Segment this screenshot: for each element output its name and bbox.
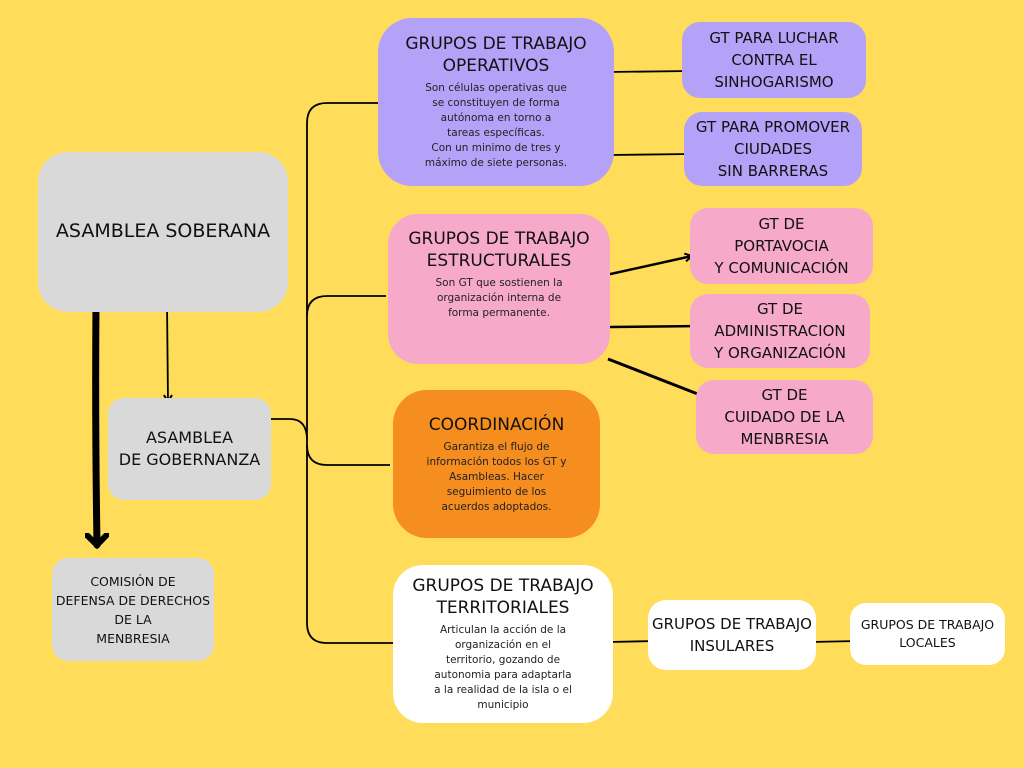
node-title: GRUPOS DE TRABAJO ESTRUCTURALES [408,229,590,271]
gt-insulares-node: GRUPOS DE TRABAJO INSULARES [648,600,816,670]
branch-gobernanza [271,418,308,441]
territoriales-node: GRUPOS DE TRABAJO TERRITORIALES Articula… [393,565,613,723]
comision-node: COMISIÓN DE DEFENSA DE DERECHOS DE LA ME… [52,558,214,661]
node-title: GT DE PORTAVOCIA Y COMUNICACIÓN [714,215,849,277]
node-title: GRUPOS DE TRABAJO OPERATIVOS [405,34,587,76]
gt-ciudades-node: GT PARA PROMOVER CIUDADES SIN BARRERAS [684,112,862,186]
arrow-cuidado [607,357,708,398]
node-title: GRUPOS DE TRABAJO LOCALES [860,617,995,650]
node-description: Garantiza el flujo de información todos … [426,440,567,513]
node-description: Articulan la acción de la organización e… [434,624,572,711]
node-title: GT PARA LUCHAR CONTRA EL SINHOGARISMO [709,29,839,91]
gt-cuidado-node: GT DE CUIDADO DE LA MENBRESIA [696,380,873,454]
branch-coordinacion [306,444,390,466]
node-title: GT PARA PROMOVER CIUDADES SIN BARRERAS [695,118,851,180]
arrow-soberana-gobernanza [167,302,168,402]
node-description: Son células operativas que se constituye… [424,82,568,169]
coordinacion-node: COORDINACIÓN Garantiza el flujo de infor… [393,390,600,538]
asamblea-soberana-node: ASAMBLEA SOBERANA [38,152,288,312]
node-title: COMISIÓN DE DEFENSA DE DERECHOS DE LA ME… [55,573,211,646]
estructurales-node: GRUPOS DE TRABAJO ESTRUCTURALES Son GT q… [388,214,610,364]
arrow-lucha [607,71,690,72]
bracket-line [306,102,393,644]
node-title: ASAMBLEA SOBERANA [55,220,271,242]
node-title: ASAMBLEA DE GOBERNANZA [118,428,261,469]
operativos-node: GRUPOS DE TRABAJO OPERATIVOS Son células… [378,18,614,186]
asamblea-gobernanza-node: ASAMBLEA DE GOBERNANZA [108,398,271,500]
node-title: GRUPOS DE TRABAJO TERRITORIALES [412,576,594,618]
gt-administracion-node: GT DE ADMINISTRACION Y ORGANIZACIÓN [690,294,870,368]
node-title: COORDINACIÓN [428,414,565,435]
gt-locales-node: GRUPOS DE TRABAJO LOCALES [850,603,1005,665]
gt-portavocia-node: GT DE PORTAVOCIA Y COMUNICACIÓN [690,208,873,284]
node-title: GRUPOS DE TRABAJO INSULARES [652,615,812,655]
branch-estructurales [306,295,386,317]
arrow-soberana-comision [96,301,97,545]
gt-sinhogarismo-node: GT PARA LUCHAR CONTRA EL SINHOGARISMO [682,22,866,98]
node-title: GT DE ADMINISTRACION Y ORGANIZACIÓN [714,300,846,362]
arrow-administracion [609,326,703,327]
node-title: GT DE CUIDADO DE LA MENBRESIA [724,386,845,448]
node-description: Son GT que sostienen la organización int… [435,277,563,319]
arrow-promover [609,154,692,155]
arrow-portavocia [605,256,692,277]
